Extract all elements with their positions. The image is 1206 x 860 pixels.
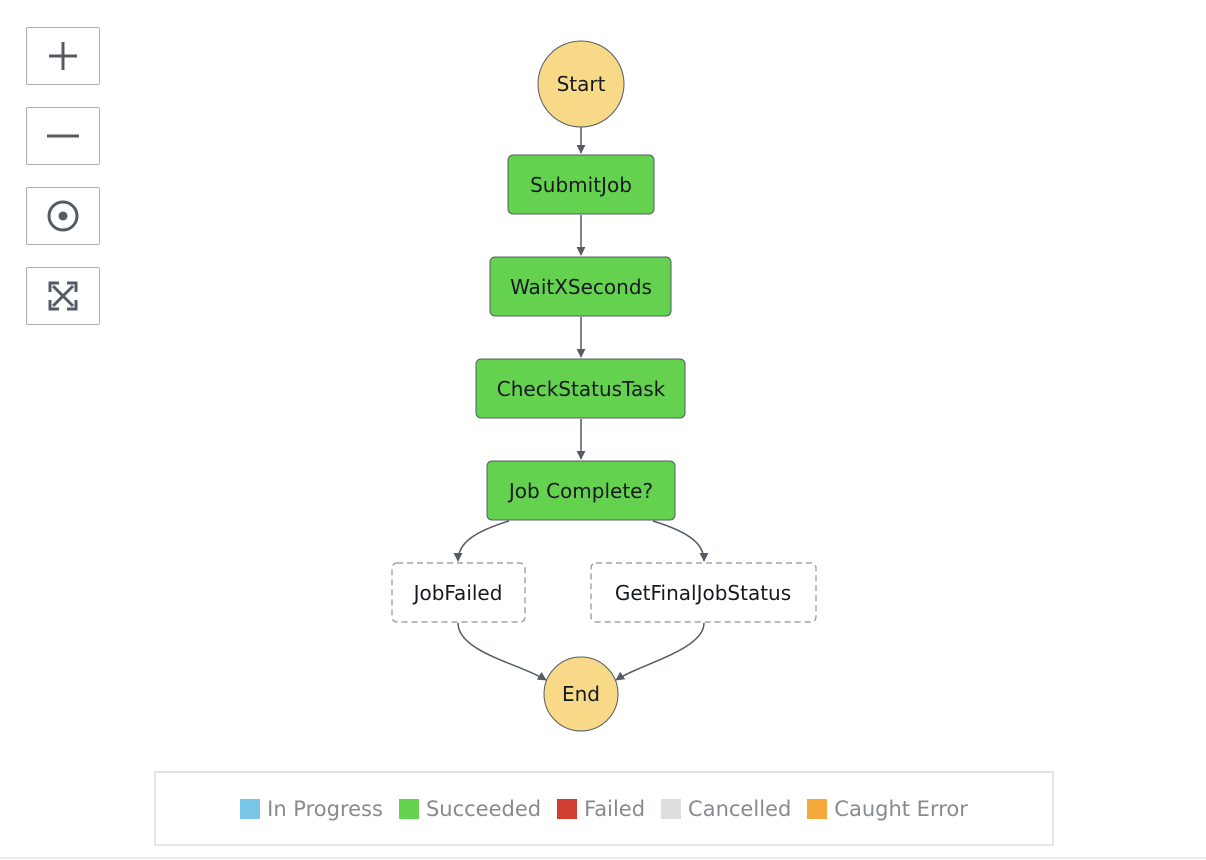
edge-failed-end [457,622,547,681]
plus-icon [49,42,77,70]
legend-label: In Progress [267,796,383,821]
end-node[interactable]: End [543,656,619,732]
legend-label: Cancelled [688,796,792,821]
legend-swatch [661,798,682,819]
state-job-complete-choice[interactable]: Job Complete? [486,460,676,521]
fit-to-screen-button[interactable] [26,267,100,325]
edge-choice-failed [453,520,510,562]
legend-item-failed: Failed [557,797,645,821]
end-label: End [562,682,600,706]
zoom-out-button[interactable] [26,107,100,165]
legend-label: Caught Error [834,796,968,821]
state-label: CheckStatusTask [497,377,666,401]
status-legend: In Progress Succeeded Failed Cancelled C… [154,771,1054,846]
legend-swatch [557,798,578,819]
legend-swatch [240,798,261,819]
edge-final-end [615,622,705,681]
legend-item-succeeded: Succeeded [398,796,542,821]
legend-label: Failed [584,796,646,821]
edge-choice-final [652,520,709,562]
divider [0,857,1206,859]
expand-arrows-icon [48,281,78,311]
state-label: SubmitJob [530,173,632,197]
state-label: GetFinalJobStatus [615,581,791,605]
state-get-final-job-status[interactable]: GetFinalJobStatus [590,562,817,623]
state-wait-x-seconds[interactable]: WaitXSeconds [489,256,672,317]
legend-swatch [398,798,419,819]
legend-label: Succeeded [425,796,542,821]
state-label: WaitXSeconds [510,275,652,299]
state-job-failed[interactable]: JobFailed [391,562,526,623]
legend-item-caught-error: Caught Error [807,797,968,821]
start-label: Start [557,72,606,96]
state-label: Job Complete? [507,479,653,503]
legend-item-cancelled: Cancelled [661,797,791,821]
state-label: JobFailed [412,581,503,605]
zoom-in-button[interactable] [26,27,100,85]
state-submit-job[interactable]: SubmitJob [507,154,655,215]
state-check-status-task[interactable]: CheckStatusTask [475,358,686,419]
minus-icon [47,134,79,138]
target-icon [47,200,79,232]
workflow-graph: Start SubmitJob WaitXSeconds CheckStatus… [391,40,817,732]
center-button[interactable] [26,187,100,245]
legend-swatch [807,798,828,819]
legend-item-in-progress: In Progress [240,797,383,821]
start-node[interactable]: Start [537,40,625,128]
